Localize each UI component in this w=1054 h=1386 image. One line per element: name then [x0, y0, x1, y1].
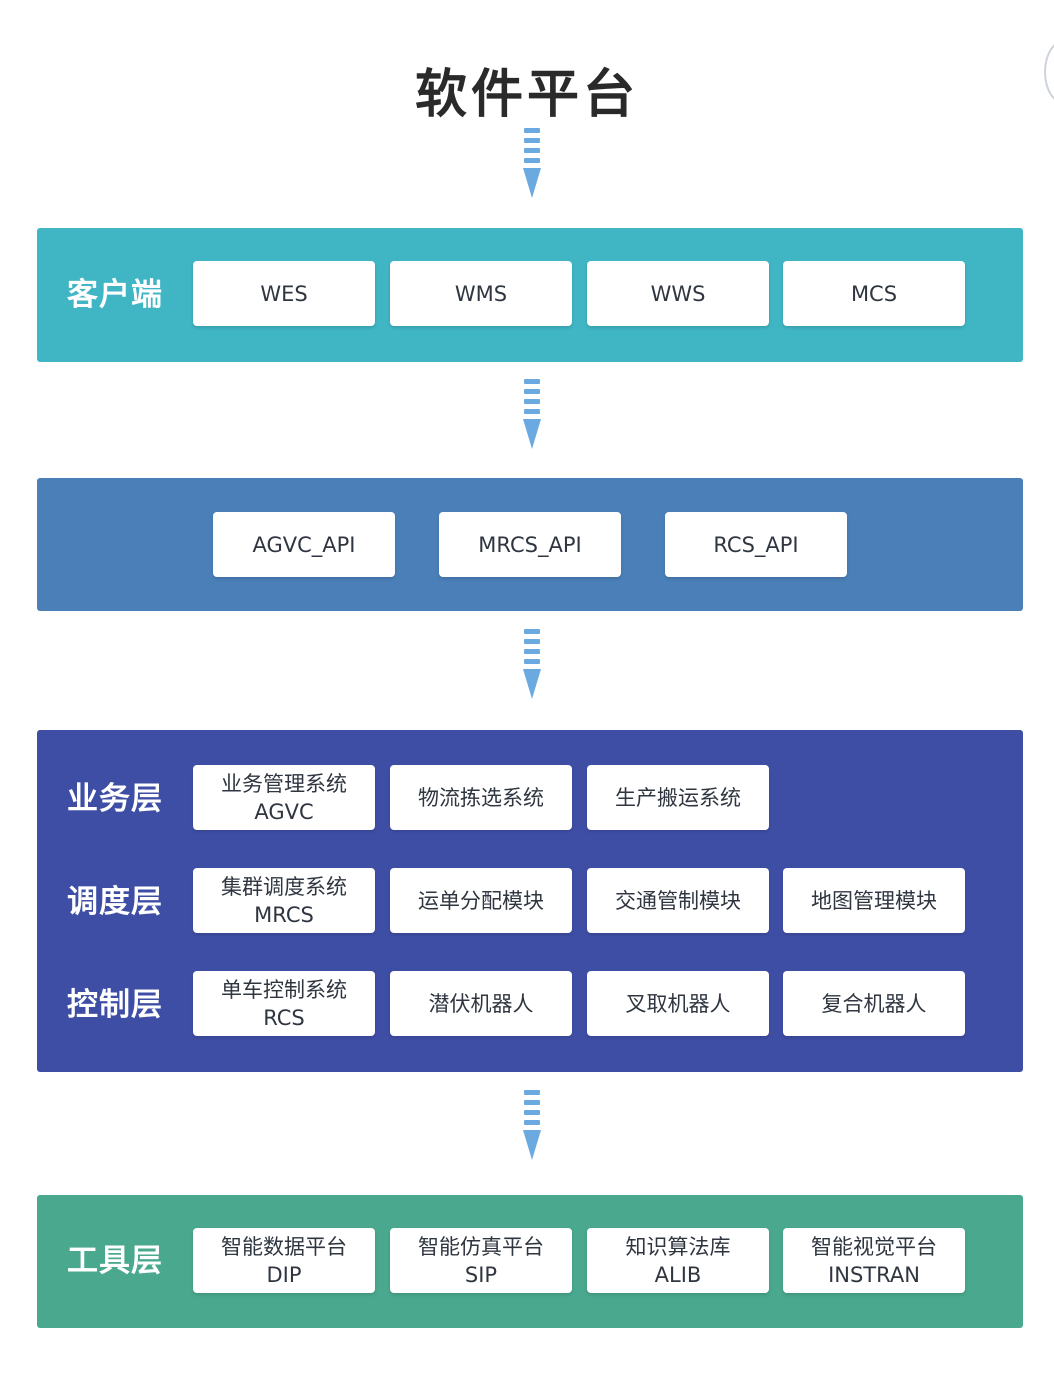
api-layer-panel: AGVC_API MRCS_API RCS_API [37, 478, 1023, 611]
api-item-line1: MRCS_API [478, 532, 582, 557]
api-item-line1: RCS_API [713, 532, 799, 557]
tools-item-line2: SIP [464, 1262, 498, 1287]
client-item-box: WWS [587, 261, 769, 326]
api-item-box: AGVC_API [213, 512, 395, 577]
down-arrow [522, 1090, 542, 1160]
client-item-line1: WWS [650, 281, 706, 306]
core-item-line1: 集群调度系统 [221, 874, 347, 899]
core-item-box: 潜伏机器人 [390, 971, 572, 1036]
scheduling-layer-label: 调度层 [67, 884, 163, 920]
core-item-line1: 潜伏机器人 [428, 991, 534, 1016]
client-item-line1: MCS [850, 281, 898, 306]
core-item-line2: MRCS [254, 902, 314, 927]
tools-layer-panel: 工具层 智能数据平台 DIP 智能仿真平台 SIP 知识算法库 ALIB 智能视… [37, 1195, 1023, 1328]
down-arrow [522, 379, 542, 449]
core-item-box: 复合机器人 [783, 971, 965, 1036]
core-item-line1: 物流拣选系统 [418, 785, 544, 810]
tools-item-line1: 智能仿真平台 [418, 1234, 544, 1259]
tools-item-box: 智能仿真平台 SIP [390, 1228, 572, 1293]
core-item-box: 生产搬运系统 [587, 765, 769, 830]
tools-item-box: 知识算法库 ALIB [587, 1228, 769, 1293]
tools-item-box: 智能视觉平台 INSTRAN [783, 1228, 965, 1293]
client-layer-label: 客户端 [67, 277, 163, 313]
core-item-line1: 业务管理系统 [221, 771, 347, 796]
core-item-line2: RCS [263, 1005, 305, 1030]
core-item-box: 集群调度系统 MRCS [193, 868, 375, 933]
core-item-box: 物流拣选系统 [390, 765, 572, 830]
core-item-box: 运单分配模块 [390, 868, 572, 933]
down-arrow [522, 629, 542, 699]
tools-item-line1: 智能视觉平台 [811, 1234, 937, 1259]
core-item-box: 地图管理模块 [783, 868, 965, 933]
core-item-box: 交通管制模块 [587, 868, 769, 933]
diagram-title: 软件平台 [414, 65, 639, 125]
core-item-line1: 单车控制系统 [221, 977, 347, 1002]
core-item-line1: 复合机器人 [821, 991, 927, 1016]
core-item-line1: 地图管理模块 [811, 888, 937, 913]
core-item-box: 单车控制系统 RCS [193, 971, 375, 1036]
client-item-line1: WMS [454, 281, 508, 306]
core-item-line1: 交通管制模块 [615, 888, 741, 913]
tools-item-line1: 智能数据平台 [221, 1234, 347, 1259]
api-item-line1: AGVC_API [252, 532, 356, 557]
tools-item-box: 智能数据平台 DIP [193, 1228, 375, 1293]
tools-layer-label: 工具层 [67, 1243, 163, 1279]
tools-item-line2: ALIB [654, 1262, 702, 1287]
client-item-line1: WES [260, 281, 308, 306]
control-layer-label: 控制层 [67, 987, 163, 1023]
core-item-box: 业务管理系统 AGVC [193, 765, 375, 830]
client-item-box: MCS [783, 261, 965, 326]
business-layer-label: 业务层 [67, 781, 163, 817]
core-item-box: 叉取机器人 [587, 971, 769, 1036]
client-layer-panel: 客户端 WES WMS WWS MCS [37, 228, 1023, 362]
core-item-line2: AGVC [254, 799, 314, 824]
client-item-box: WES [193, 261, 375, 326]
api-item-box: MRCS_API [439, 512, 621, 577]
tools-item-line2: INSTRAN [828, 1262, 920, 1287]
core-item-line1: 运单分配模块 [418, 888, 544, 913]
core-layer-panel: 业务层 业务管理系统 AGVC 物流拣选系统 生产搬运系统 调度层 集群调度系统… [37, 730, 1023, 1072]
client-item-box: WMS [390, 261, 572, 326]
core-item-line1: 叉取机器人 [625, 991, 731, 1016]
core-item-line1: 生产搬运系统 [615, 785, 741, 810]
api-item-box: RCS_API [665, 512, 847, 577]
tools-item-line2: DIP [266, 1262, 302, 1287]
down-arrow [522, 128, 542, 198]
tools-item-line1: 知识算法库 [625, 1234, 731, 1259]
